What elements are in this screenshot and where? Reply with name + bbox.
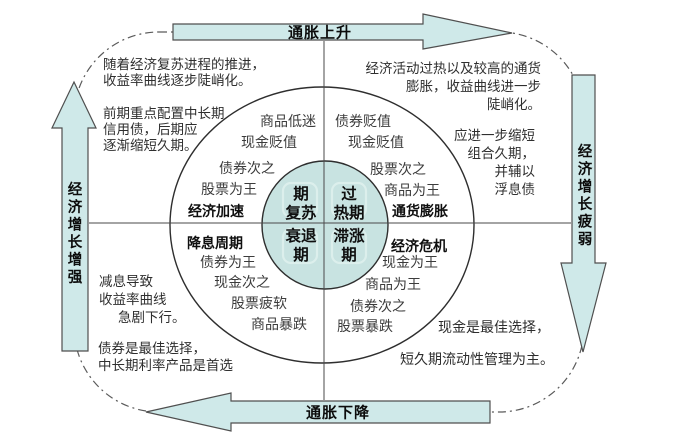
note-recession-advice: 债券是最佳选择， 中长期利率产品是首选 [98, 340, 233, 374]
note-line: 逐渐缩短久期。 [103, 138, 198, 153]
stage-overheat: 通货膨胀 [392, 205, 448, 220]
left-arrow [51, 80, 97, 352]
outer-ring [169, 86, 475, 364]
asset-label: 现金贬值 [241, 136, 297, 151]
note-line: 前期重点配置中长期 [103, 106, 225, 121]
phase-line: 期 [293, 186, 309, 203]
note-line: 债券是最佳选择， [98, 341, 206, 356]
stage-recovery: 经济加速 [188, 205, 244, 220]
phase-line: 期 [341, 247, 357, 264]
note-stagflation-advice-2: 短久期流动性管理为主。 [400, 353, 554, 368]
phase-tile-overheat [330, 181, 368, 219]
stage-stagflation: 经济危机 [391, 240, 447, 255]
asset-label: 现金次之 [214, 276, 270, 291]
asset-label: 股票为王 [201, 183, 257, 198]
note-line: 急剧下行。 [118, 310, 186, 325]
phase-name-recovery: 期 复苏 [285, 185, 316, 223]
asset-label: 股票次之 [370, 163, 426, 178]
note-recession-yield: 减息导致 收益率曲线 急剧下行。 [99, 273, 186, 327]
phase-name-recession: 衰退 期 [285, 227, 316, 265]
phase-line: 期 [293, 247, 309, 264]
asset-label: 股票疲软 [231, 297, 287, 312]
asset-label: 债券次之 [350, 300, 406, 315]
note-line: 经济活动过热以及较高的通货 [365, 61, 542, 76]
note-line: 膨胀，收益曲线进一步 [406, 79, 541, 94]
asset-label: 债券为王 [200, 256, 256, 271]
note-line: 并辅以 [494, 164, 536, 179]
top-arrow-label: 通胀上升 [287, 25, 353, 42]
asset-label: 商品为王 [365, 278, 421, 293]
asset-label: 债券贬值 [335, 115, 391, 130]
phase-line: 热期 [333, 205, 365, 222]
note-line: 应进一步缩短 [454, 128, 535, 143]
phase-name-stagflation: 滞涨 期 [333, 227, 364, 265]
note-line: 信用债，后期应 [103, 122, 198, 137]
asset-label: 商品低迷 [260, 115, 316, 130]
asset-label: 现金为王 [382, 256, 438, 271]
phase-line: 过 [341, 186, 357, 203]
asset-label: 现金贬值 [348, 136, 404, 151]
asset-label: 商品为王 [384, 184, 440, 199]
note-recovery-advice: 前期重点配置中长期 信用债，后期应 逐渐缩短久期。 [103, 106, 225, 154]
asset-label: 股票暴跌 [337, 320, 393, 335]
bottom-arrow-label: 通胀下降 [305, 405, 371, 422]
right-arrow-label: 经济增长疲弱 [575, 143, 592, 249]
bottom-arrow [145, 392, 491, 432]
note-stagflation-advice-1: 现金是最佳选择， [438, 321, 550, 336]
phase-line: 滞涨 [333, 228, 365, 245]
phase-line: 复苏 [285, 205, 317, 222]
phase-name-overheat: 过 热期 [333, 185, 364, 223]
note-line: 随着经济复苏进程的推进， [103, 57, 265, 72]
asset-label: 债券次之 [219, 162, 275, 177]
note-line: 浮息债 [494, 182, 536, 197]
note-line: 减息导致 [99, 274, 153, 289]
note-overheat-yield: 经济活动过热以及较高的通货 膨胀，收益曲线进一步 陡峭化。 [366, 60, 542, 114]
note-overheat-advice: 应进一步缩短 组合久期， 并辅以 浮息债 [454, 127, 535, 199]
phase-line: 衰退 [285, 228, 317, 245]
asset-label: 商品暴跌 [251, 318, 307, 333]
note-recovery-yield: 随着经济复苏进程的推进， 收益率曲线逐步陡峭化。 [103, 57, 265, 89]
right-arrow [560, 74, 607, 353]
phase-tile-recovery [281, 181, 319, 219]
note-line: 中长期利率产品是首选 [98, 358, 233, 373]
phase-tile-recession [281, 227, 319, 265]
left-arrow-label: 经济增长增强 [65, 181, 82, 287]
note-line: 收益率曲线 [99, 292, 167, 307]
inner-circle [261, 160, 389, 290]
note-line: 陡峭化。 [487, 97, 541, 112]
note-line: 收益率曲线逐步陡峭化。 [103, 73, 252, 88]
phase-tile-stagflation [330, 227, 368, 265]
stage-recession: 降息周期 [187, 237, 243, 252]
note-line: 组合久期， [467, 146, 536, 161]
top-arrow [172, 13, 513, 50]
